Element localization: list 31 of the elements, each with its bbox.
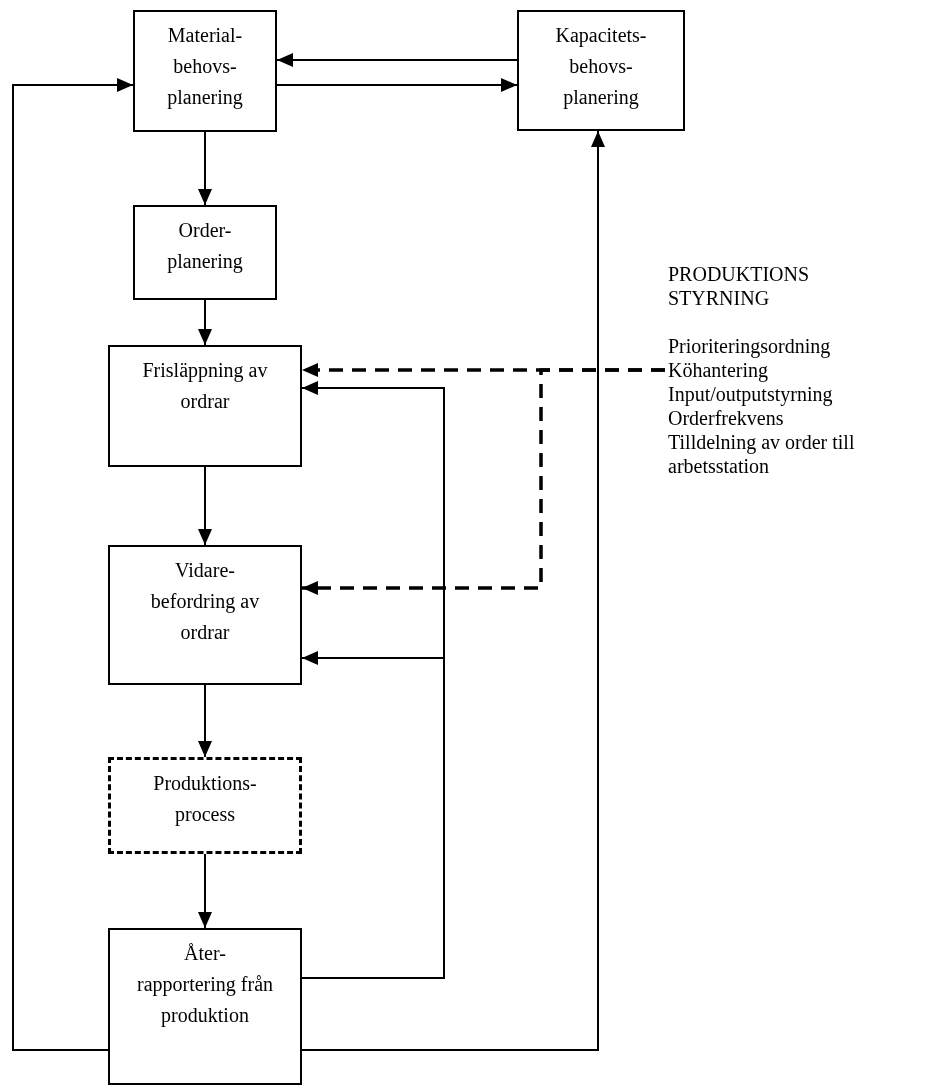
dashed-arrow: [302, 368, 665, 595]
arrow: [198, 466, 212, 546]
dashed-process-box: [108, 757, 302, 854]
box-label: Kapacitets- behovs- planering: [554, 23, 648, 111]
arrow: [276, 78, 518, 92]
box-label: Produktions- process: [152, 771, 258, 828]
list-item: Köhantering: [668, 358, 769, 382]
box-label: Åter- rapportering från produktion: [135, 941, 274, 1029]
list-item: Tilldelning av order till arbetsstation: [668, 430, 856, 478]
box-label: Vidare- befordring av ordrar: [149, 558, 261, 645]
box-label: Frisläppning av ordrar: [141, 358, 269, 414]
process-box: [517, 10, 685, 131]
process-box: [108, 545, 302, 685]
heading: PRODUKTIONS STYRNING: [668, 262, 811, 310]
box-label: Material- behovs- planering: [166, 23, 244, 111]
arrow: [198, 684, 212, 758]
arrow: [12, 78, 134, 1051]
process-box: [133, 10, 277, 132]
arrow: [301, 651, 445, 979]
list-item: Orderfrekvens: [668, 406, 785, 430]
arrow: [301, 130, 605, 1051]
arrow: [198, 853, 212, 929]
process-box: [133, 205, 277, 300]
arrow: [276, 53, 518, 67]
process-box: [108, 345, 302, 467]
arrow: [198, 131, 212, 206]
process-box: [108, 928, 302, 1085]
list-item: Prioriteringsordning: [668, 334, 832, 358]
arrow: [198, 299, 212, 346]
list-item: Input/outputstyrning: [668, 382, 834, 406]
box-label: Order- planering: [166, 218, 244, 275]
